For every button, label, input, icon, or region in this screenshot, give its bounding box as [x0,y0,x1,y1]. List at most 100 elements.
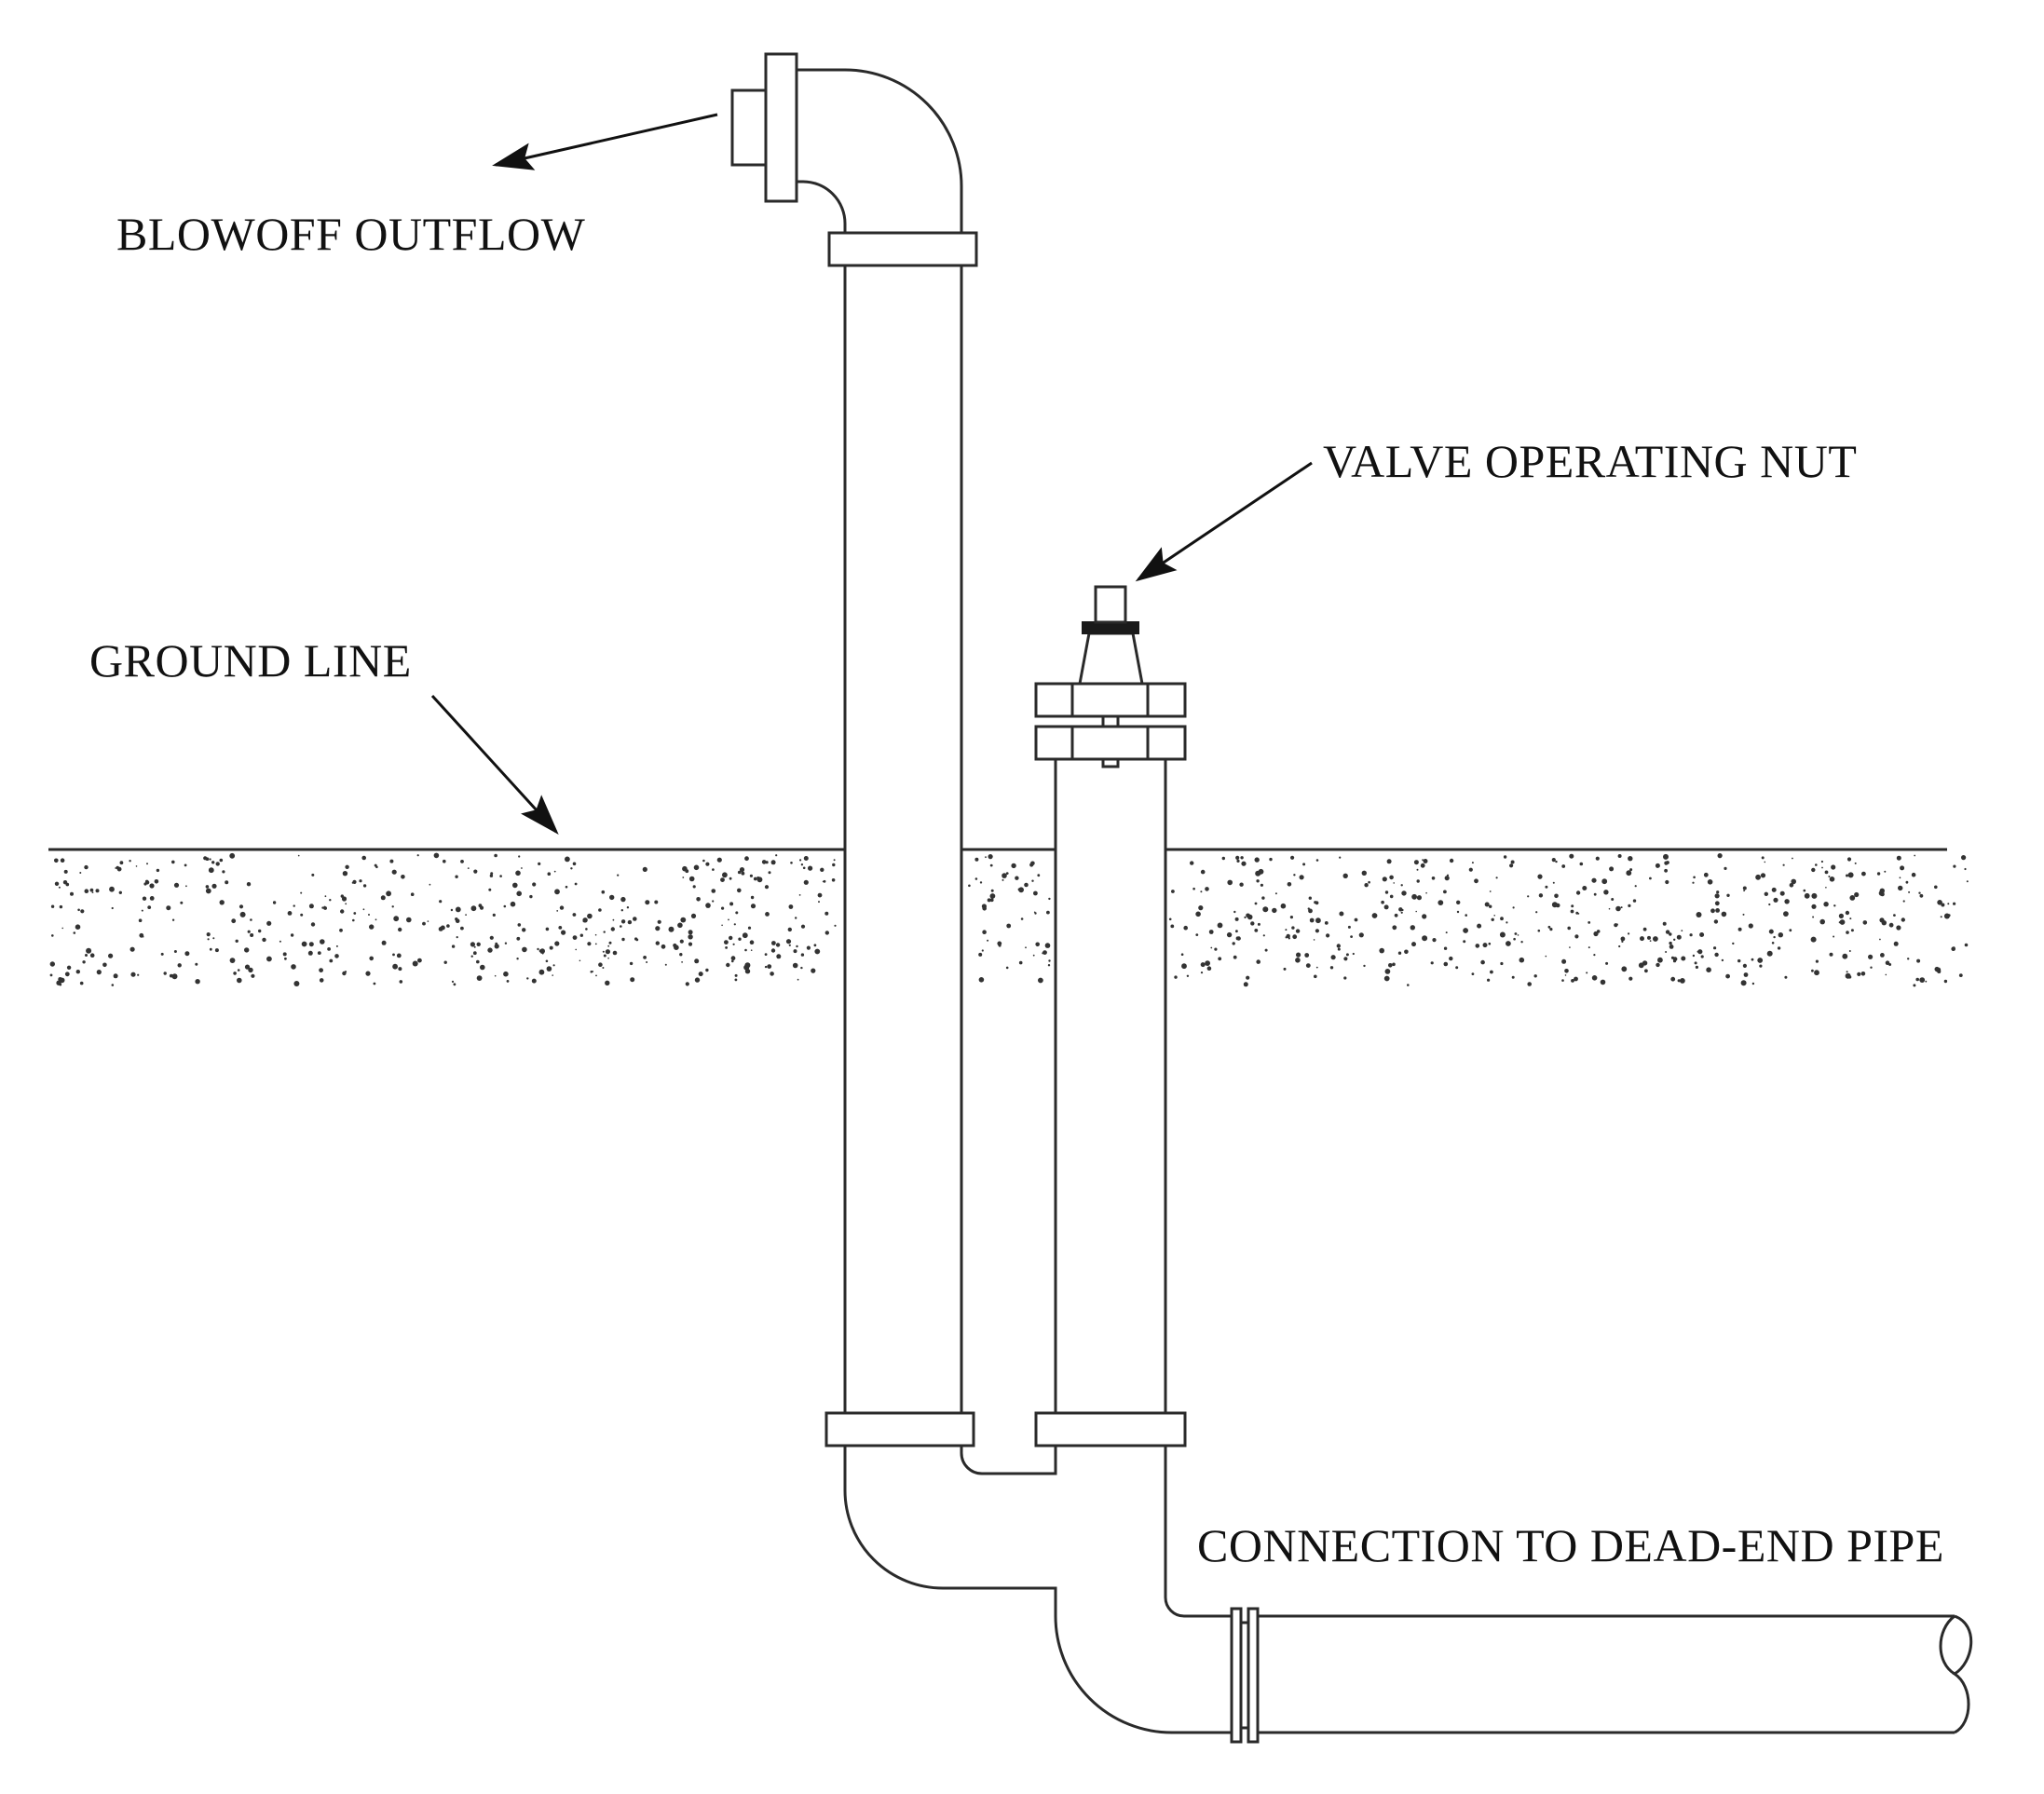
soil-speckle [225,880,229,885]
soil-speckle [480,964,485,971]
soil-speckle [617,874,620,877]
soil-speckle [1527,895,1530,898]
soil-speckle [764,953,768,956]
soil-speckle [1015,876,1019,880]
soil-speckle [1649,940,1652,942]
soil-speckle [1241,861,1247,866]
soil-speckle [308,942,314,947]
soil-speckle [607,957,609,959]
soil-speckle [1538,893,1544,898]
soil-speckle [982,930,987,934]
soil-speckle [1443,961,1449,967]
soil-speckle [1854,862,1857,864]
soil-speckle [1180,953,1184,956]
soil-speckle [1413,860,1419,865]
soil-speckle [522,946,527,953]
soil-speckle [1850,929,1854,932]
soil-speckle [978,952,983,957]
soil-speckle [1200,962,1206,968]
soil-speckle [1714,893,1720,899]
soil-speckle [262,937,266,943]
soil-speckle [712,900,715,903]
soil-speckle [785,939,792,945]
soil-speckle [284,957,287,960]
soil-speckle [1782,863,1785,866]
soil-speckle [1966,880,1969,883]
soil-speckle [688,930,693,935]
soil-speckle [1308,908,1313,914]
soil-speckle [735,911,739,915]
soil-speckle [1934,885,1938,890]
soil-speckle [574,882,578,886]
soil-speckle [380,895,386,901]
soil-speckle [722,872,728,878]
soil-speckle [764,965,768,969]
soil-speckle [832,863,836,867]
soil-speckle [1953,864,1956,868]
soil-speckle [603,931,606,933]
soil-speckle [681,961,683,963]
soil-speckle [1503,855,1507,859]
soil-speckle [823,879,826,883]
soil-speckle [369,956,375,961]
soil-speckle [341,896,347,902]
soil-speckle [1896,855,1901,861]
soil-speckle [800,953,805,957]
soil-speckle [451,980,455,983]
soil-speckle [80,909,85,914]
soil-speckle [476,975,483,981]
soil-speckle [1226,931,1233,938]
soil-speckle [1947,914,1951,917]
soil-speckle [770,860,776,865]
soil-speckle [433,852,440,859]
soil-speckle [1517,934,1519,936]
soil-speckle [702,859,705,863]
soil-speckle [979,881,983,884]
soil-speckle [75,970,81,974]
soil-speckle [494,944,499,949]
dead-end-pipe [1258,1614,1973,1734]
soil-speckle [146,863,148,865]
soil-speckle [1838,913,1844,919]
soil-speckle [1632,899,1637,903]
soil-speckle [1784,899,1790,904]
soil-speckle [510,901,516,907]
soil-speckle [1018,960,1023,965]
soil-speckle [1005,872,1009,875]
soil-speckle [744,948,747,952]
soil-speckle [1342,873,1348,878]
soil-speckle [1345,953,1349,957]
soil-speckle [1649,877,1652,880]
soil-speckle [968,884,971,888]
soil-speckle [1033,890,1038,896]
soil-speckle [1171,890,1175,893]
soil-speckle [1629,868,1633,872]
soil-speckle [1400,911,1403,914]
soil-speckle [324,895,327,898]
soil-speckle [1620,936,1626,942]
soil-speckle [1600,979,1606,985]
soil-speckle [1011,863,1016,869]
soil-speckle [688,876,695,882]
soil-speckle [549,945,553,950]
soil-speckle [734,978,738,982]
soil-speckle [1898,885,1903,891]
soil-speckle [323,905,326,908]
soil-speckle [679,952,683,957]
soil-speckle [1500,917,1504,921]
soil-speckle [579,959,581,962]
soil-speckle [1227,879,1233,886]
soil-speckle [1902,900,1905,903]
soil-speckle [470,955,473,958]
soil-speckle [1665,951,1668,953]
soil-speckle [1299,875,1304,880]
soil-speckle [118,890,122,894]
soil-speckle [1401,890,1407,896]
soil-speckle [770,972,774,976]
soil-speckle [1235,855,1240,861]
soil-speckle [219,858,224,863]
soil-speckle [1389,894,1394,899]
soil-speckle [235,939,238,943]
soil-speckle [725,946,728,949]
soil-speckle [492,913,496,917]
